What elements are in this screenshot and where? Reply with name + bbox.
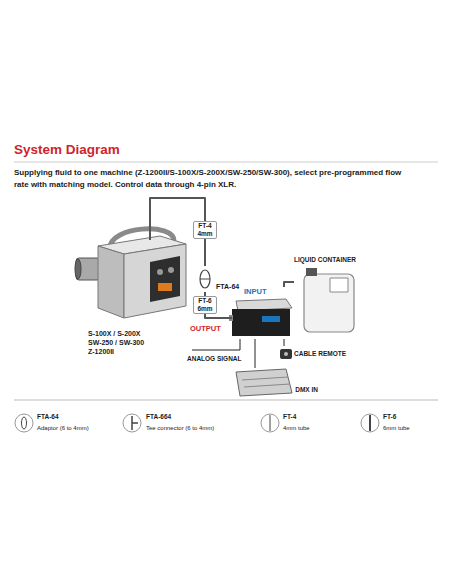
liquid-container: LIQUID CONTAINER xyxy=(294,256,368,336)
pump-sticker xyxy=(262,316,280,322)
machine-side xyxy=(98,246,124,318)
jug-drawing xyxy=(304,268,354,332)
socket xyxy=(158,283,172,291)
jug-body xyxy=(304,274,354,332)
adaptor-ring xyxy=(200,279,210,280)
dmx-console: DMX IN xyxy=(232,368,320,396)
pump-drawing xyxy=(229,299,292,336)
signal-wire xyxy=(284,339,285,346)
subtitle: Supplying fluid to one machine (Z-1200II… xyxy=(14,167,414,190)
nozzle xyxy=(76,258,100,280)
part-code: FT-4 xyxy=(283,413,296,421)
edge-label: FT-6 6mm xyxy=(193,296,217,314)
tube-4mm-icon xyxy=(270,415,271,431)
icon-ring xyxy=(361,414,379,432)
title-rule xyxy=(14,162,438,163)
diagram-title: System Diagram xyxy=(14,141,120,158)
nozzle-mouth xyxy=(75,259,81,279)
cable-remote: CABLE REMOTE xyxy=(278,346,358,362)
part-code: FTA-64 xyxy=(37,413,59,421)
icon-ring xyxy=(15,414,33,432)
tube-6mm-icon xyxy=(369,415,371,431)
icon-ring xyxy=(261,414,279,432)
edge-label: FT-4 4mm xyxy=(193,221,217,239)
part-description: Adaptor (6 to 4mm) xyxy=(37,424,89,432)
signal-wire xyxy=(255,339,256,368)
tube-inlet xyxy=(149,225,151,240)
console-body xyxy=(236,369,292,396)
node-label: S-100X / S-200X SW-250 / SW-300 Z-1200II xyxy=(88,329,152,356)
console-drawing xyxy=(236,369,292,396)
fog-machine-drawing xyxy=(75,225,186,318)
part-description: 6mm tube xyxy=(383,424,410,432)
part-description: Tee connector (6 to 4mm) xyxy=(146,424,214,432)
adaptor-drawing xyxy=(200,270,210,288)
node-label: LIQUID CONTAINER xyxy=(294,256,368,264)
console-keys xyxy=(242,377,288,380)
legend-rule xyxy=(14,400,438,401)
fog-machine: S-100X / S-200X SW-250 / SW-300 Z-1200II xyxy=(72,225,192,356)
jug-handle xyxy=(330,278,348,292)
node-label: DMX IN xyxy=(295,386,318,394)
node-label: INPUT xyxy=(244,287,292,296)
part-code: FT-6 xyxy=(383,413,396,421)
remote-drawing xyxy=(280,349,292,359)
adaptor-body xyxy=(200,270,210,288)
tee-icon xyxy=(132,416,138,430)
signal-wire xyxy=(192,339,240,350)
remote-body xyxy=(280,349,292,359)
pump-unit: INPUTOUTPUT xyxy=(232,287,292,339)
control-panel xyxy=(150,256,180,302)
adaptor-icon xyxy=(22,417,27,429)
part-code: FTA-664 xyxy=(146,413,171,421)
fluid-tube xyxy=(284,282,294,287)
machine-front xyxy=(124,244,186,318)
pump-body xyxy=(232,309,290,336)
jug-cap xyxy=(306,268,317,276)
edge-label: ANALOG SIGNAL xyxy=(186,355,243,363)
knob xyxy=(168,267,174,273)
legend-icons xyxy=(15,414,379,432)
console-keys xyxy=(244,384,290,387)
node-label: OUTPUT xyxy=(190,324,230,333)
part-description: 4mm tube xyxy=(283,424,310,432)
icon-ring xyxy=(123,414,141,432)
knob xyxy=(157,269,163,275)
remote-button xyxy=(284,352,288,356)
node-label: CABLE REMOTE xyxy=(294,350,346,358)
